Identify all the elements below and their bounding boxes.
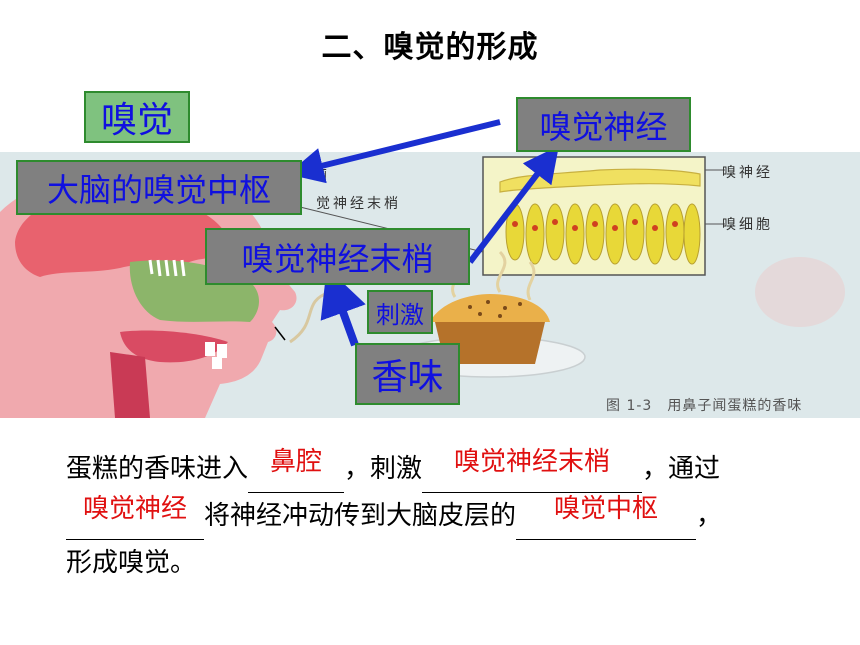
text-segment: 蛋糕的香味进入	[66, 454, 249, 484]
answer-2: 嗅觉神经末梢	[454, 447, 611, 477]
blank-3: 嗅觉神经	[66, 494, 204, 540]
answer-3: 嗅觉神经	[82, 494, 187, 524]
figure-ending-label: 觉神经末梢	[316, 196, 401, 212]
text-segment: 形成嗅觉。	[66, 548, 197, 578]
arrow-endings-to-nerve	[467, 145, 559, 264]
figure-nerve-label: 嗅神经	[722, 165, 773, 181]
blank-2: 嗅觉神经末梢	[422, 447, 643, 493]
label-nerve-endings: 嗅觉神经末梢	[205, 228, 470, 285]
label-brain-center: 大脑的嗅觉中枢	[16, 160, 302, 215]
page-title: 二、嗅觉的形成	[321, 30, 539, 65]
arrow-nerve-to-brain	[287, 119, 501, 184]
answer-4: 嗅觉中枢	[554, 494, 659, 524]
blank-1: 鼻腔	[248, 447, 345, 493]
paragraph-line-2: 嗅觉神经将神经冲动传到大脑皮层的 嗅觉中枢 ，	[66, 493, 722, 540]
text-segment: ，通过	[642, 454, 721, 484]
paragraph-line-3: 形成嗅觉。	[66, 540, 196, 587]
figure-cell-label: 嗅细胞	[722, 217, 773, 233]
paragraph-line-1: 蛋糕的香味进入鼻腔 ，刺激 嗅觉神经末梢 ，通过	[66, 446, 720, 493]
arrow-aroma-to-endings	[320, 267, 366, 347]
blank-4: 嗅觉中枢	[516, 494, 697, 540]
label-smell: 嗅觉	[84, 91, 190, 143]
label-aroma: 香味	[355, 343, 460, 405]
label-olfactory-nerve: 嗅觉神经	[516, 97, 691, 152]
figure-caption: 图 1-3 用鼻子闻蛋糕的香味	[606, 398, 803, 414]
text-segment: ，刺激	[344, 454, 423, 484]
label-stimulus: 刺激	[367, 290, 433, 334]
answer-1: 鼻腔	[270, 447, 323, 477]
text-segment: 将神经冲动传到大脑皮层的	[204, 501, 517, 531]
text-segment: ，	[696, 501, 723, 531]
